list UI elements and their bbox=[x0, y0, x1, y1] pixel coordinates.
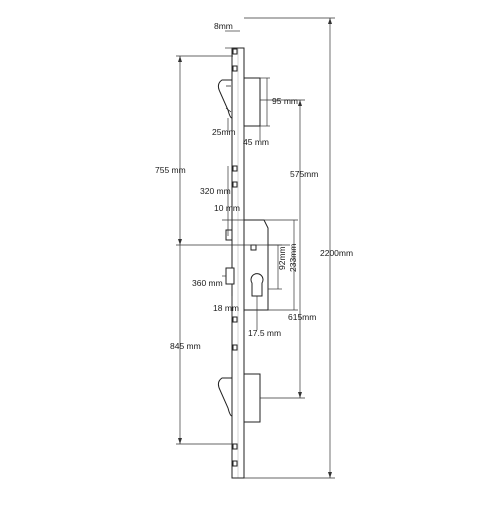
label-backset: 17.5 mm bbox=[248, 328, 281, 338]
lower-hook-bolt bbox=[217, 377, 233, 417]
euro-cylinder-hole bbox=[250, 273, 264, 297]
label-upper-to-centre: 575mm bbox=[290, 169, 318, 179]
dim-case-verticals bbox=[264, 219, 298, 311]
label-hook-backset-a: 25mm bbox=[212, 127, 236, 137]
label-bolt-offset: 18 mm bbox=[213, 303, 239, 313]
dim-hook-backsets bbox=[227, 118, 261, 140]
dim-lower-span bbox=[176, 245, 233, 445]
spindle-square bbox=[250, 244, 257, 251]
fixing-screws bbox=[232, 48, 238, 467]
dim-lower-offsets bbox=[231, 296, 258, 330]
label-case-offset: 10 mm bbox=[214, 203, 240, 213]
label-latch-span: 360 mm bbox=[192, 278, 223, 288]
dim-upper-to-centre bbox=[260, 99, 305, 245]
label-total-length: 2200mm bbox=[320, 248, 353, 258]
centre-lock-case bbox=[225, 219, 269, 311]
label-hook-height: 95 mm bbox=[272, 96, 298, 106]
upper-hook-gearbox bbox=[217, 77, 261, 127]
dim-hook-height bbox=[260, 77, 270, 127]
label-roller-to-case: 320 mm bbox=[200, 186, 231, 196]
label-case-height: 233mm bbox=[288, 244, 298, 272]
dim-top-offset bbox=[225, 30, 240, 49]
dim-total-length bbox=[244, 17, 335, 479]
label-top-offset: 8mm bbox=[214, 21, 233, 31]
label-centre-to-lower: 615mm bbox=[288, 312, 316, 322]
lower-hook-gearbox bbox=[217, 373, 261, 423]
label-upper-span: 755 mm bbox=[155, 165, 186, 175]
latch-bolt bbox=[225, 229, 233, 241]
label-hook-backset-b: 45 mm bbox=[243, 137, 269, 147]
dim-centre-to-lower bbox=[260, 245, 305, 399]
label-centre-to-cylinder: 92mm bbox=[277, 246, 287, 270]
upper-hook-bolt bbox=[217, 79, 233, 119]
dead-bolt bbox=[225, 267, 235, 285]
label-lower-span: 845 mm bbox=[170, 341, 201, 351]
